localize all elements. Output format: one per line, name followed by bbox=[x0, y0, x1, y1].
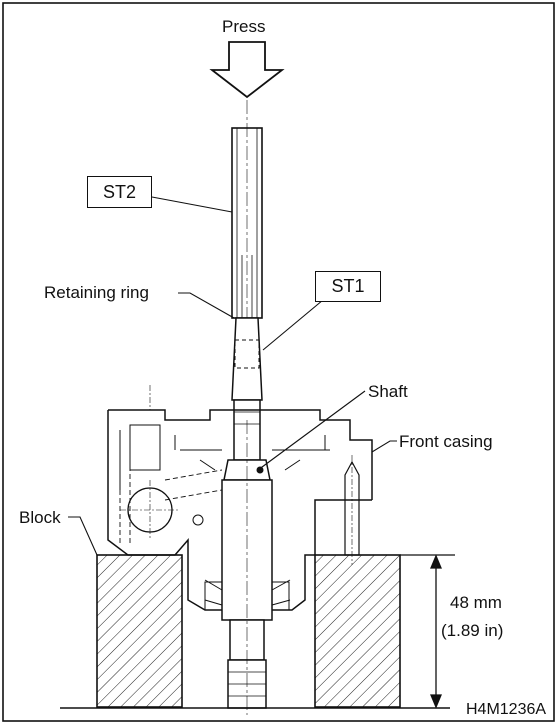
shaft bbox=[221, 399, 273, 715]
st1-leader bbox=[262, 299, 324, 351]
block-leader bbox=[68, 516, 98, 556]
figure-id-label: H4M1236A bbox=[466, 701, 547, 718]
retaining-ring-label: Retaining ring bbox=[44, 283, 149, 302]
shaft-label: Shaft bbox=[368, 382, 408, 401]
st2-tool bbox=[231, 100, 263, 350]
st2-label: ST2 bbox=[87, 176, 152, 208]
dimension-mm-label: 48 mm bbox=[450, 593, 502, 612]
block-label: Block bbox=[19, 508, 61, 527]
st1-label: ST1 bbox=[315, 271, 381, 302]
press-label: Press bbox=[222, 17, 266, 36]
press-arrow-icon bbox=[209, 41, 285, 99]
front-casing-label: Front casing bbox=[399, 432, 493, 451]
dimension-in-label: (1.89 in) bbox=[441, 621, 504, 640]
retaining-ring-leader bbox=[178, 292, 235, 319]
front-casing bbox=[107, 385, 373, 611]
dimension-48mm bbox=[400, 554, 455, 709]
shaft-leader bbox=[257, 390, 366, 471]
st1-tool bbox=[231, 317, 263, 401]
block bbox=[60, 554, 450, 709]
st2-leader bbox=[151, 196, 233, 213]
front-casing-leader bbox=[371, 440, 397, 453]
